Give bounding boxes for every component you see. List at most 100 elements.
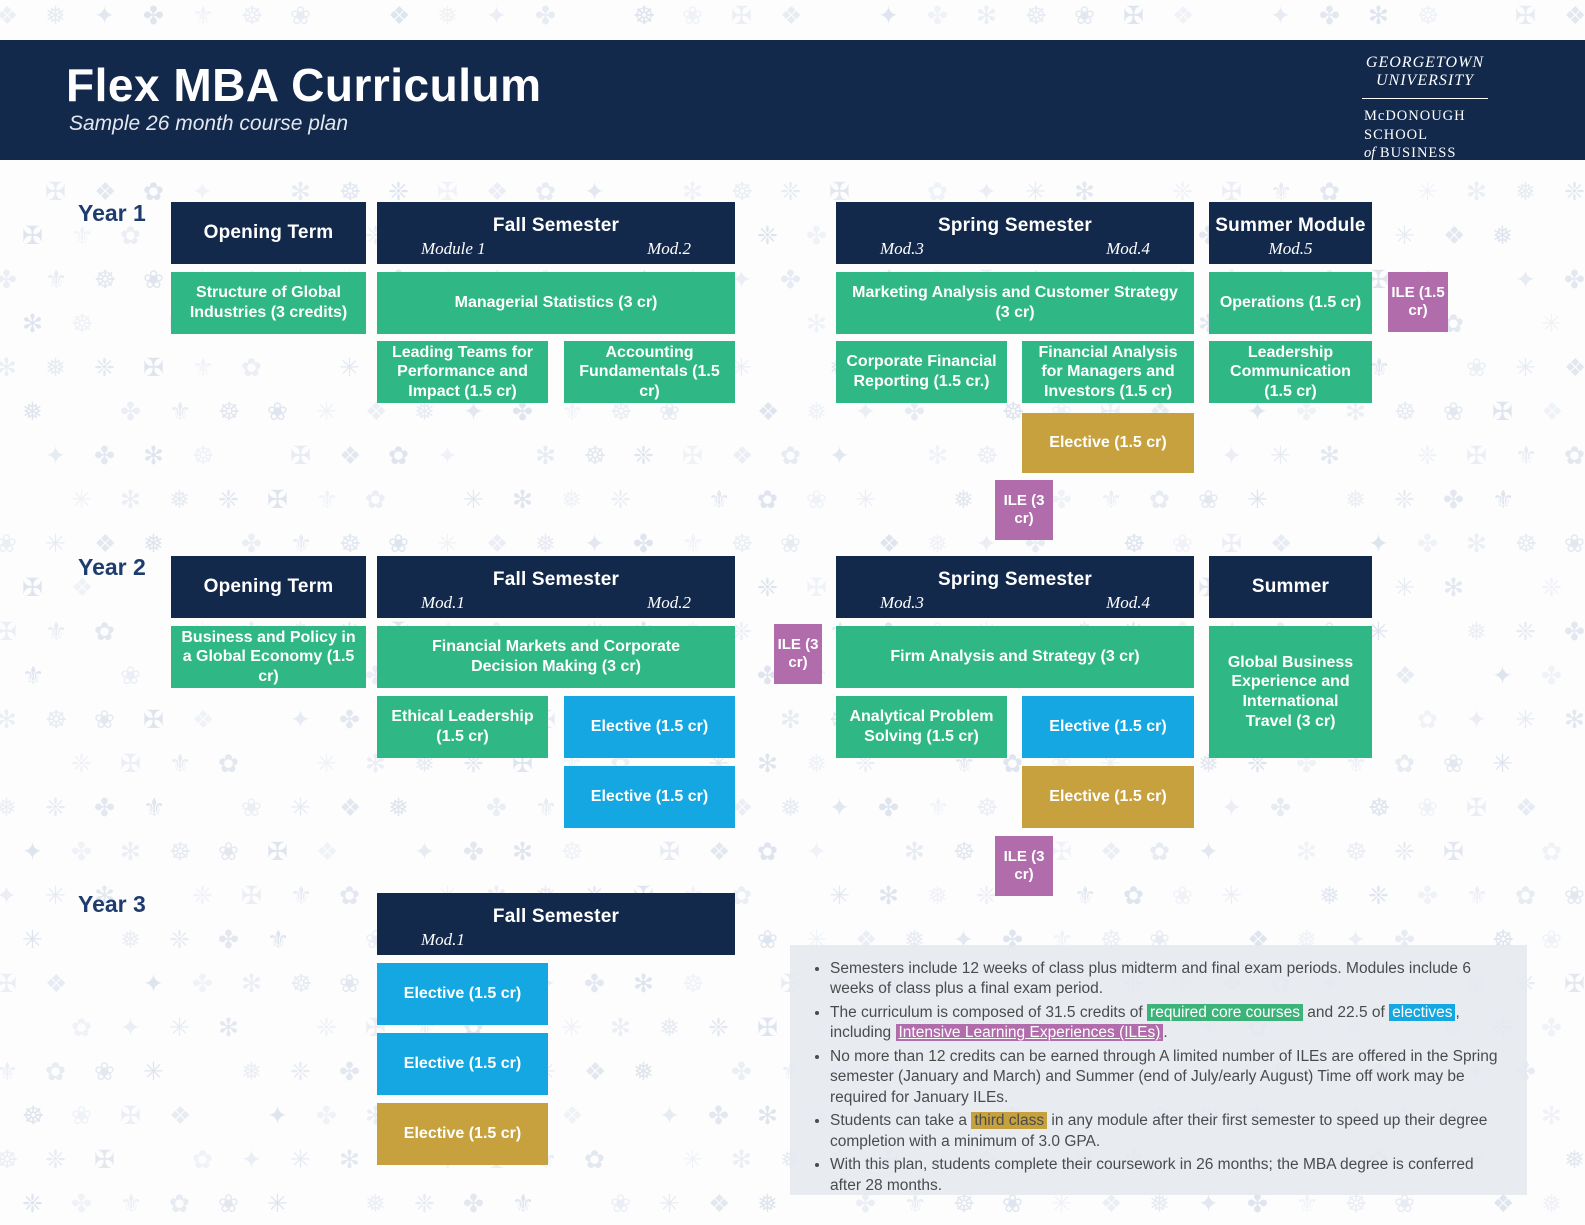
pattern-glyph: ✠ [143, 706, 164, 734]
pattern-glyph: ✿ [120, 222, 141, 250]
pattern-glyph: ✠ [437, 178, 458, 206]
pattern-glyph: ✻ [1466, 530, 1487, 558]
pattern-glyph: ⚜ [290, 882, 313, 910]
pattern-glyph: ✻ [143, 442, 164, 470]
pattern-glyph: ✻ [1564, 706, 1585, 734]
logo-university-wordmark: GEORGETOWN UNIVERSITY [1360, 54, 1490, 91]
pattern-glyph: ✤ [731, 1058, 752, 1086]
pattern-glyph: ❀ [1172, 530, 1193, 558]
pattern-glyph: ✤ [463, 1190, 484, 1218]
pattern-glyph: ✻ [0, 354, 17, 382]
note-text: Semesters include 12 weeks of class plus… [830, 960, 1471, 998]
term-header-y2-opening-term: Opening Term [171, 556, 366, 618]
pattern-glyph: ❅ [45, 2, 66, 30]
pattern-glyph: ⚜ [682, 530, 705, 558]
pattern-glyph: ✦ [829, 442, 850, 470]
pattern-glyph: ❈ [610, 486, 631, 514]
course-ile-3cr-y2-spring: ILE (3 cr) [995, 836, 1053, 896]
pattern-glyph: ❅ [414, 398, 435, 426]
pattern-glyph: ✳ [1515, 706, 1536, 734]
pattern-glyph: ❈ [290, 1058, 311, 1086]
pattern-glyph: ❅ [1319, 882, 1340, 910]
pattern-glyph: ☸ [976, 794, 999, 822]
pattern-glyph: ✻ [780, 706, 801, 734]
pattern-glyph: ❀ [1443, 750, 1464, 778]
pattern-glyph: ❅ [953, 486, 974, 514]
pattern-glyph: ✻ [757, 750, 778, 778]
pattern-glyph: ❖ [339, 442, 362, 470]
pattern-glyph: ✻ [633, 970, 654, 998]
pattern-glyph: ✤ [218, 926, 239, 954]
pattern-glyph: ❀ [218, 838, 239, 866]
pattern-glyph: ☸ [1417, 2, 1440, 30]
course-financial-analysis-managers-investors: Financial Analysis for Managers and Inve… [1022, 341, 1194, 403]
pattern-glyph: ✤ [878, 794, 899, 822]
pattern-glyph: ✠ [22, 574, 43, 602]
pattern-glyph: ☸ [290, 970, 313, 998]
pattern-glyph: ✠ [1123, 2, 1144, 30]
pattern-glyph: ❅ [757, 1190, 778, 1218]
pattern-glyph: ❈ [1541, 574, 1562, 602]
pattern-glyph: ✿ [1443, 310, 1464, 338]
pattern-glyph: ☸ [22, 1102, 45, 1130]
term-title: Summer [1251, 576, 1330, 597]
pattern-glyph: ✳ [1492, 750, 1513, 778]
course-firm-analysis-and-strategy: Firm Analysis and Strategy (3 cr) [836, 626, 1194, 688]
pattern-glyph: ✳ [71, 486, 92, 514]
pattern-glyph: ❖ [365, 398, 388, 426]
pattern-glyph: ✦ [584, 530, 605, 558]
pattern-glyph: ✦ [976, 178, 997, 206]
pattern-glyph: ✦ [414, 838, 435, 866]
highlight-required-core-courses: required core courses [1147, 1003, 1303, 1021]
pattern-glyph: ⚜ [512, 1190, 535, 1218]
logo-mcdonough-text: McDONOUGH [1364, 107, 1466, 124]
pattern-glyph: ✠ [1221, 530, 1242, 558]
pattern-glyph: ✤ [1270, 794, 1291, 822]
pattern-glyph: ❀ [94, 706, 115, 734]
pattern-glyph: ✻ [94, 882, 115, 910]
note-text: . [1163, 1024, 1168, 1042]
pattern-glyph: ✳ [45, 530, 66, 558]
pattern-glyph: ✦ [1368, 530, 1389, 558]
pattern-glyph: ✠ [1564, 970, 1585, 998]
course-elective-blue-y2-fall-1: Elective (1.5 cr) [564, 696, 735, 758]
pattern-glyph: ✻ [878, 882, 899, 910]
pattern-glyph: ✻ [1345, 398, 1366, 426]
course-financial-markets-corporate-decision-making: Financial Markets and Corporate Decision… [377, 626, 735, 688]
pattern-glyph: ❅ [806, 750, 827, 778]
course-corporate-financial-reporting: Corporate Financial Reporting (1.5 cr.) [836, 341, 1007, 403]
pattern-glyph: ❅ [45, 354, 66, 382]
pattern-glyph: ✳ [1541, 310, 1562, 338]
pattern-glyph: ❀ [682, 2, 703, 30]
pattern-glyph: ❅ [1492, 222, 1513, 250]
note-text: Students can take a [830, 1112, 972, 1130]
pattern-glyph: ✤ [757, 662, 778, 690]
pattern-glyph: ✤ [241, 530, 262, 558]
pattern-glyph: ✤ [1319, 2, 1340, 30]
pattern-glyph: ❖ [94, 178, 117, 206]
course-elective-blue-y3-2: Elective (1.5 cr) [377, 1033, 548, 1095]
pattern-glyph: ☸ [1002, 398, 1025, 426]
pattern-glyph: ✻ [1443, 574, 1464, 602]
term-title: Fall Semester [492, 905, 620, 927]
course-elective-blue-y2-fall-2: Elective (1.5 cr) [564, 766, 735, 828]
pattern-glyph: ❖ [1100, 838, 1123, 866]
pattern-glyph: ❈ [45, 1146, 66, 1174]
pattern-glyph: ✿ [1123, 882, 1144, 910]
pattern-glyph: ✦ [1221, 794, 1242, 822]
pattern-glyph: ✦ [143, 970, 164, 998]
pattern-glyph: ✤ [192, 970, 213, 998]
pattern-glyph: ✳ [855, 486, 876, 514]
pattern-glyph: ❈ [94, 354, 115, 382]
pattern-glyph: ✿ [1394, 750, 1415, 778]
pattern-glyph: ☸ [584, 442, 607, 470]
pattern-glyph: ✻ [339, 1146, 360, 1174]
course-ethical-leadership: Ethical Leadership (1.5 cr) [377, 696, 548, 758]
pattern-glyph: ✦ [1515, 266, 1536, 294]
pattern-glyph: ❅ [561, 486, 582, 514]
pattern-glyph: ✻ [512, 838, 533, 866]
pattern-glyph: ✿ [757, 486, 778, 514]
pattern-glyph: ✠ [731, 2, 752, 30]
pattern-glyph: ✿ [584, 1146, 605, 1174]
pattern-glyph: ✻ [290, 178, 311, 206]
